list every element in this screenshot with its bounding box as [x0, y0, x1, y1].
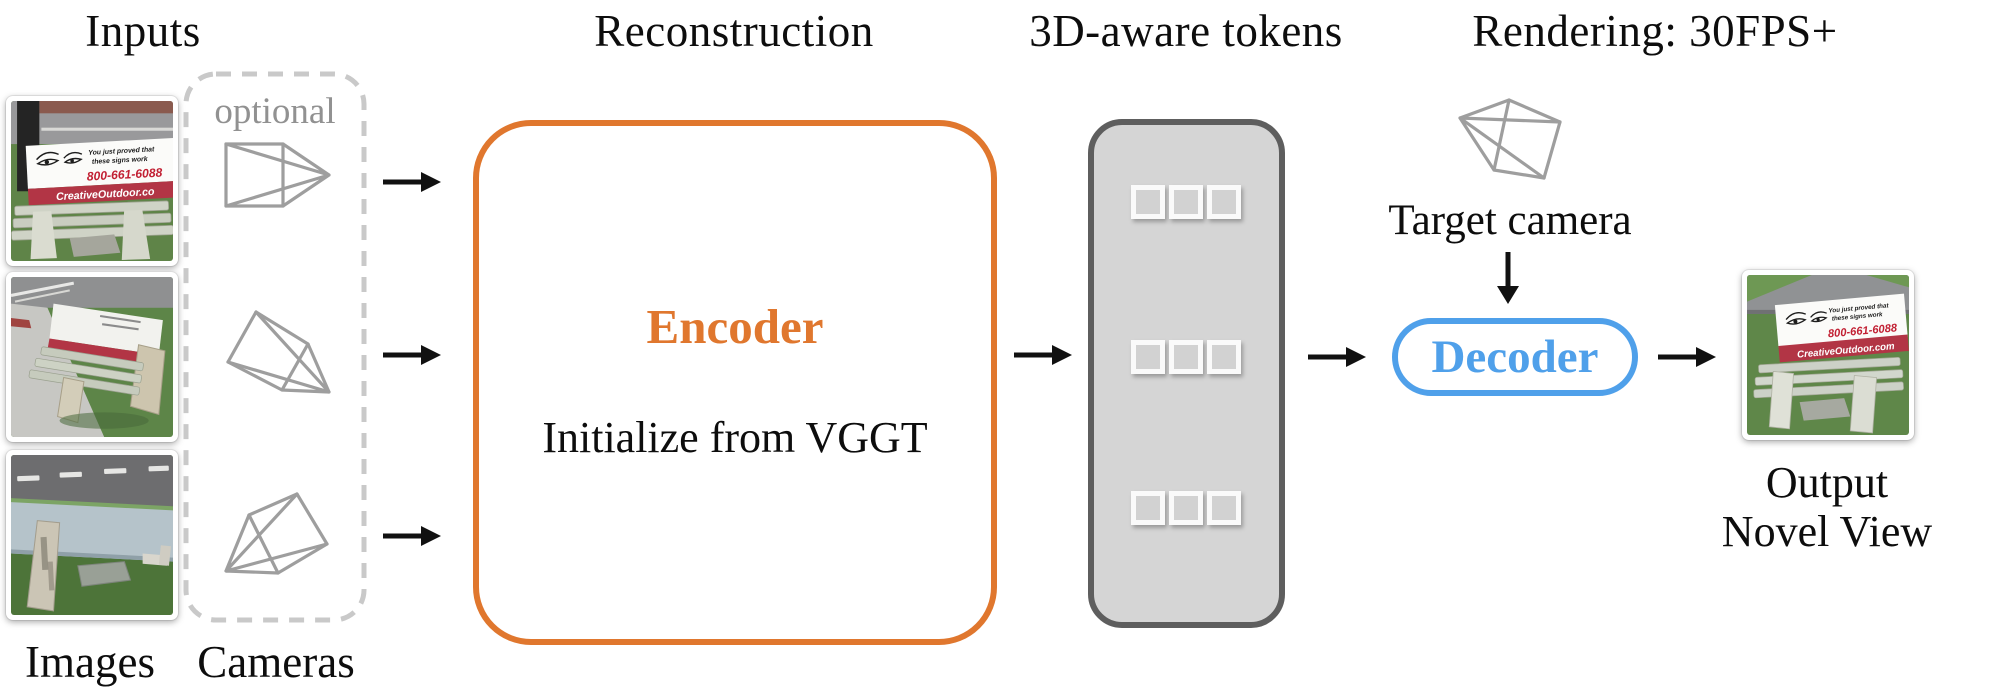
token-square [1131, 340, 1165, 374]
eyes-logo-icon [36, 151, 83, 166]
cameras-label: Cameras [197, 637, 355, 687]
output-caption-line1: Output [1765, 458, 1889, 507]
encoder-label: Encoder [646, 299, 824, 354]
input-photo-2-graphic [11, 277, 173, 437]
tokens-title: 3D-aware tokens [1029, 6, 1343, 56]
encoder-box [473, 120, 997, 645]
arrow-right-icon [383, 525, 441, 547]
target-camera-frustum-icon [1458, 98, 1562, 180]
eyes-logo-icon [1785, 311, 1828, 325]
token-square [1207, 340, 1241, 374]
arrow-right-icon [1308, 346, 1366, 368]
camera-frustum-icon-1 [224, 142, 331, 208]
input-image-1: You just proved that these signs work 80… [6, 96, 178, 266]
sign-website-text: CreativeOutdoor.co [56, 186, 155, 203]
input-photo-3-graphic [11, 455, 173, 615]
target-camera-label: Target camera [1388, 197, 1632, 244]
encoder-note: Initialize from VGGT [542, 413, 928, 462]
token-square [1169, 491, 1203, 525]
token-square [1207, 491, 1241, 525]
token-square [1169, 185, 1203, 219]
token-square [1131, 185, 1165, 219]
sign-line2-text: these signs work [92, 156, 149, 166]
output-image: You just proved that these signs work 80… [1742, 270, 1914, 440]
optional-label: optional [214, 91, 336, 132]
arrow-right-icon [1014, 344, 1072, 366]
inputs-title: Inputs [85, 6, 201, 56]
token-row [1131, 340, 1245, 374]
optional-cameras-box [183, 71, 367, 623]
arrow-right-icon [383, 344, 441, 366]
output-caption: Output Novel View [1677, 458, 1977, 556]
input-photo-1-graphic: You just proved that these signs work 80… [11, 101, 173, 261]
images-label: Images [25, 637, 155, 687]
sign-phone-text: 800-661-6088 [86, 165, 162, 183]
sign-line1-text: You just proved that [88, 146, 155, 157]
token-row [1131, 491, 1245, 525]
decoder-label: Decoder [1431, 331, 1599, 383]
input-image-3 [6, 450, 178, 620]
reconstruction-title: Reconstruction [594, 6, 874, 56]
sign-line2-text: these signs work [1832, 311, 1884, 323]
token-square [1169, 340, 1203, 374]
arrow-right-icon [1658, 346, 1716, 368]
input-image-2 [6, 272, 178, 442]
camera-frustum-icon-2 [226, 310, 331, 394]
output-caption-line2: Novel View [1721, 507, 1933, 556]
arrow-down-icon [1493, 252, 1523, 304]
decoder-box: Decoder [1392, 318, 1638, 396]
token-row [1131, 185, 1245, 219]
arrow-right-icon [383, 171, 441, 193]
camera-frustum-icon-3 [224, 492, 329, 575]
token-square [1207, 185, 1241, 219]
rendering-title: Rendering: 30FPS+ [1472, 6, 1838, 56]
output-photo-graphic: You just proved that these signs work 80… [1747, 275, 1909, 435]
token-square [1131, 491, 1165, 525]
